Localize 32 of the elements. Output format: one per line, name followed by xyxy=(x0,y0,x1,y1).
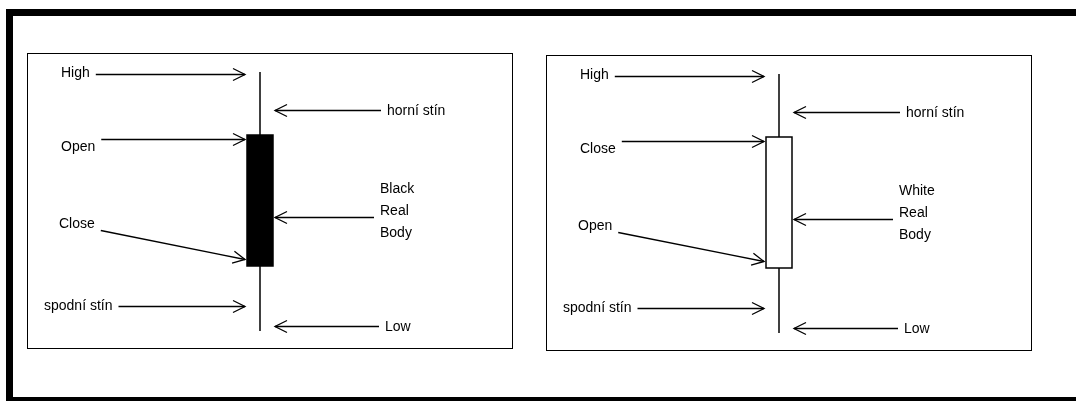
part-label: Low xyxy=(385,318,411,334)
part-label: Open xyxy=(578,217,613,233)
candlestick-drawing xyxy=(765,74,793,333)
part-label: horní stín xyxy=(906,104,965,120)
arrow xyxy=(621,134,765,149)
part-label: Open xyxy=(61,138,96,154)
arrow xyxy=(274,319,380,334)
part-label: Black Real Body xyxy=(380,177,428,243)
arrow xyxy=(95,67,246,82)
arrow xyxy=(636,301,765,316)
part-label: Low xyxy=(904,320,930,336)
candlestick-drawing xyxy=(246,72,274,331)
arrow xyxy=(793,321,899,336)
part-label: Close xyxy=(580,140,616,156)
arrow xyxy=(100,132,246,147)
part-label: spodní stín xyxy=(563,299,632,315)
part-label: horní stín xyxy=(387,102,446,118)
arrow xyxy=(274,210,375,225)
arrow xyxy=(100,229,246,264)
panel-frame xyxy=(27,53,513,349)
part-label: High xyxy=(580,66,609,82)
arrow xyxy=(793,105,901,120)
arrow xyxy=(117,299,246,314)
part-label: Close xyxy=(59,215,95,231)
panel-frame xyxy=(546,55,1032,351)
arrow xyxy=(614,69,765,84)
part-label: High xyxy=(61,64,90,80)
arrow xyxy=(274,103,382,118)
part-label: spodní stín xyxy=(44,297,113,313)
part-label: White Real Body xyxy=(899,179,947,245)
arrow xyxy=(793,212,894,227)
arrow xyxy=(617,231,765,266)
